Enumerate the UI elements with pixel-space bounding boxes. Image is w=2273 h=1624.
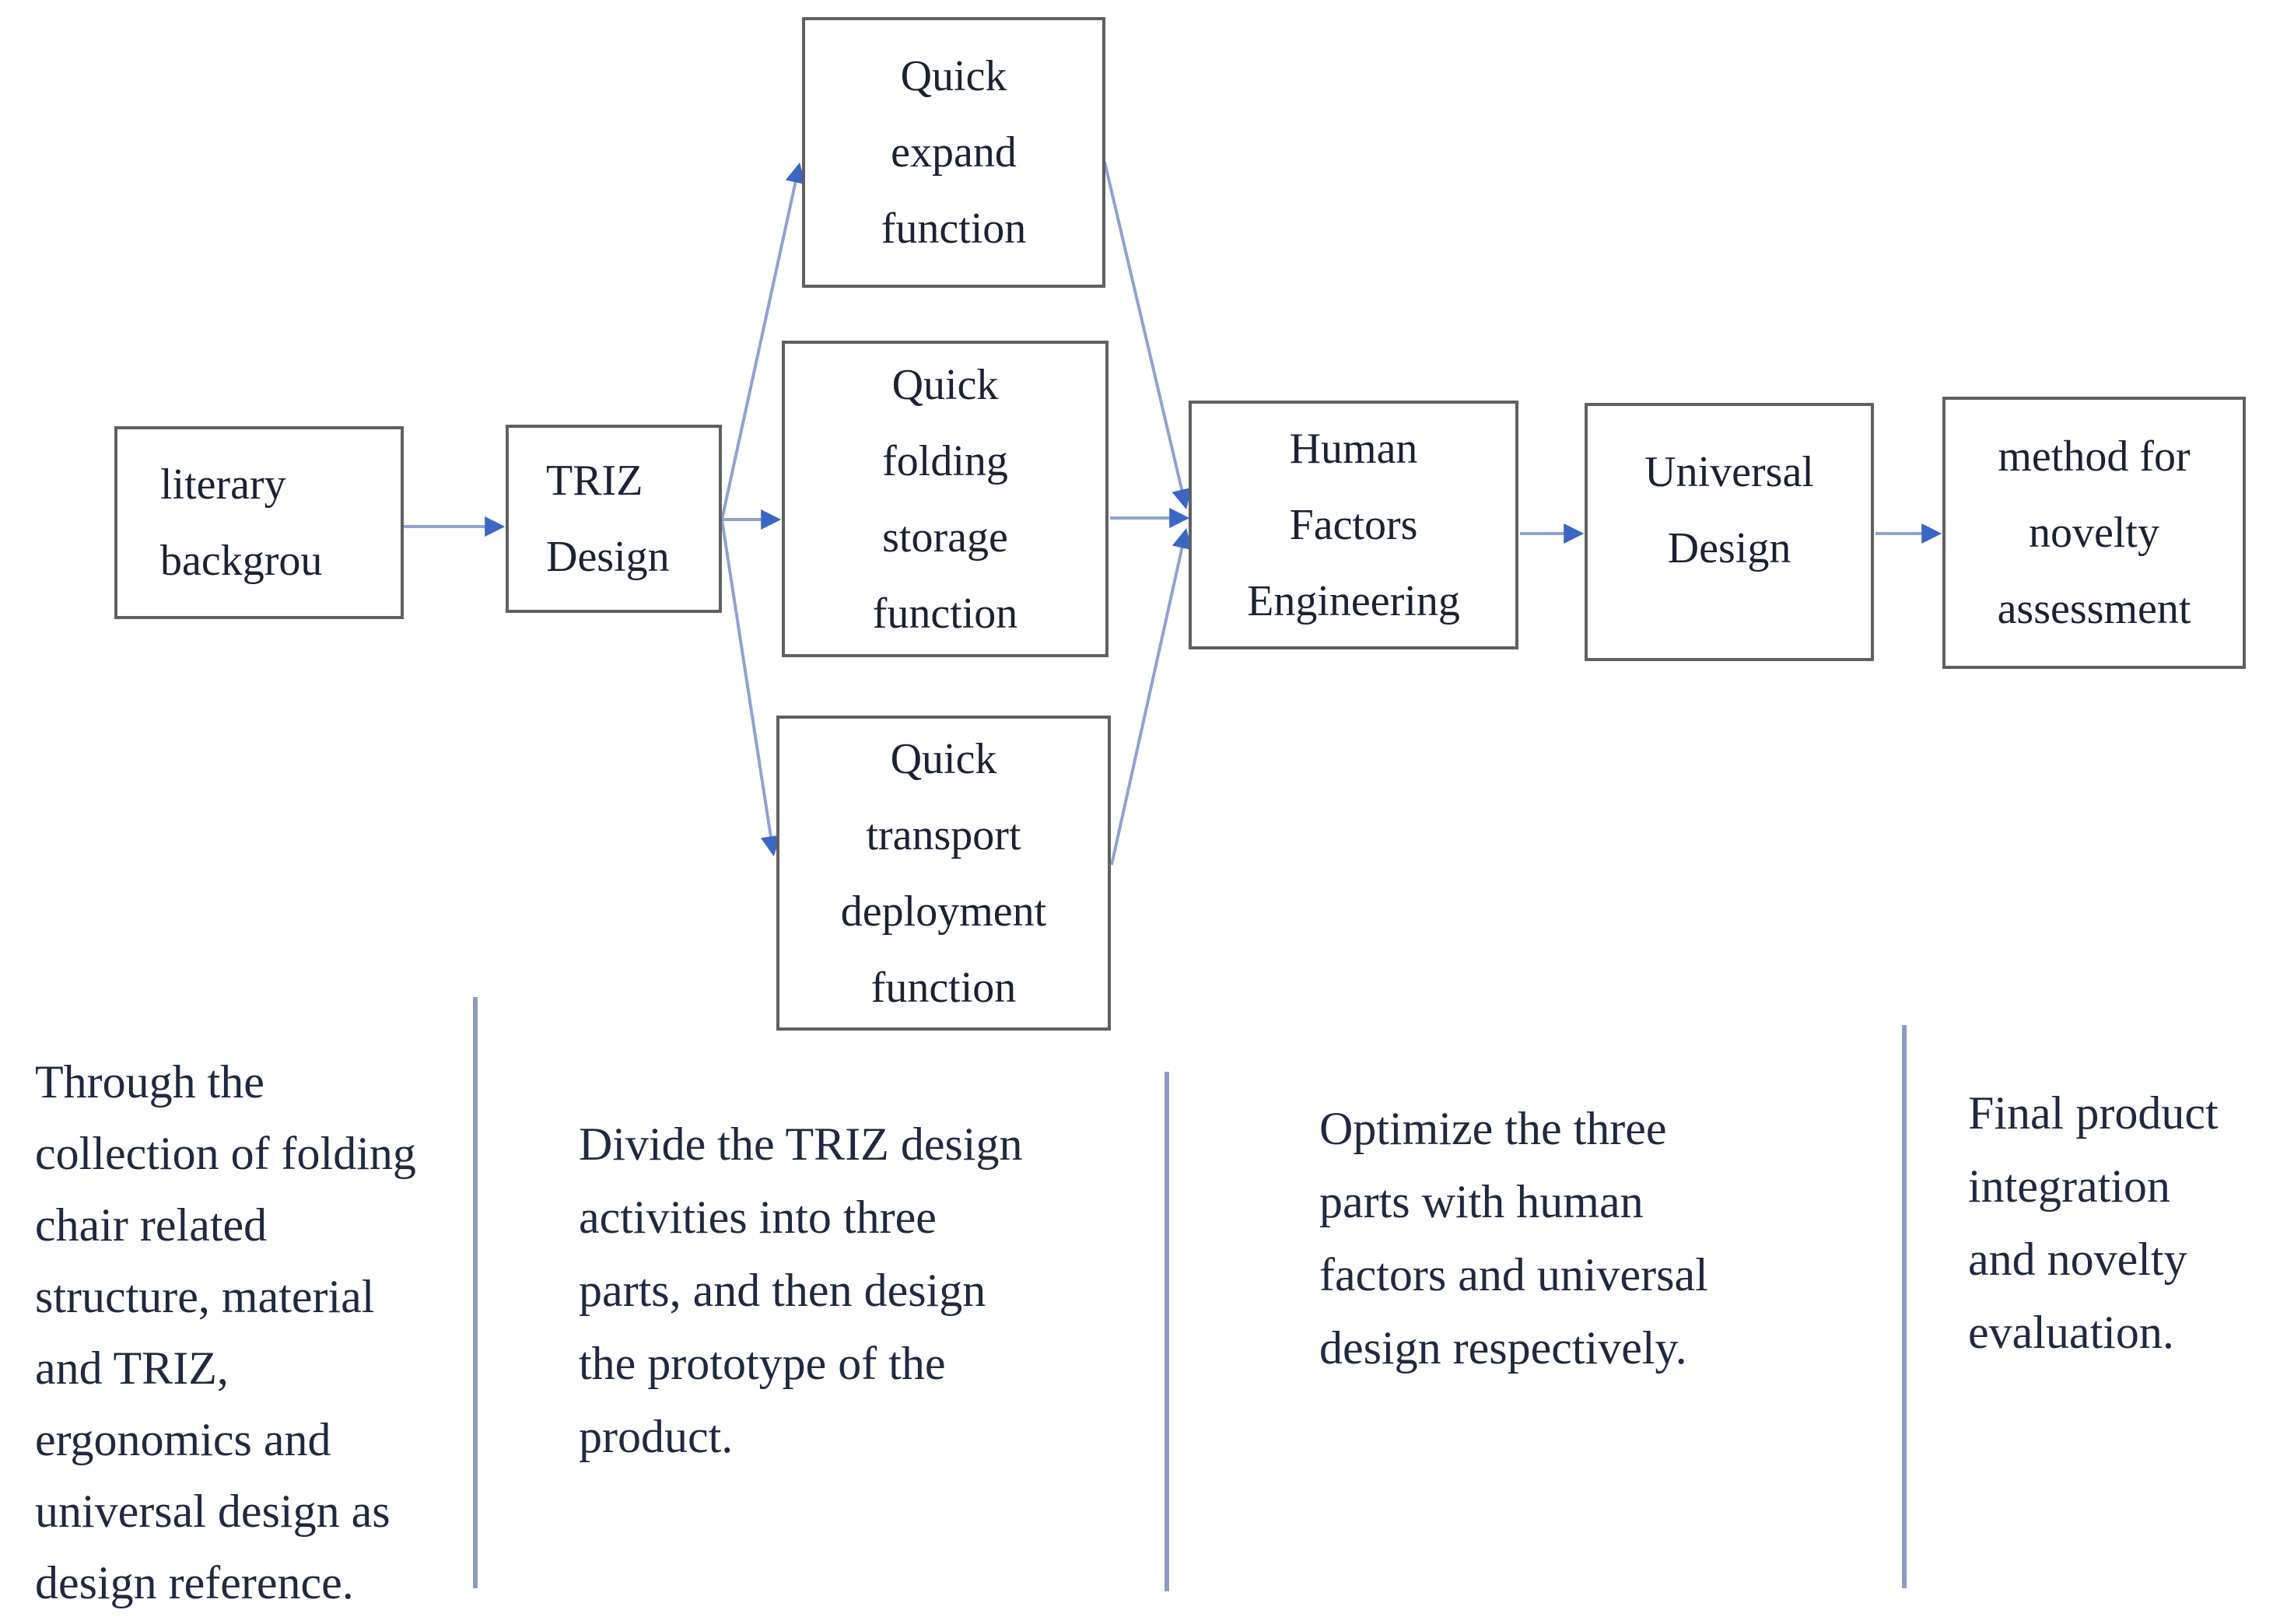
- node-label: literary backgrou: [160, 460, 323, 585]
- node-quick-folding-storage-function: Quick folding storage function: [782, 341, 1108, 657]
- stage-description-3: Optimize the three parts with human fact…: [1319, 1103, 1708, 1374]
- stage-description-2: Divide the TRIZ design activities into t…: [579, 1118, 1023, 1462]
- column-separator-2: [1165, 1072, 1169, 1591]
- column-separator-3: [1902, 1025, 1907, 1588]
- node-triz-design: TRIZ Design: [506, 425, 722, 613]
- node-label: method for novelty assessment: [1997, 432, 2191, 633]
- node-literary-background: literary backgrou: [114, 426, 404, 619]
- column-separator-1: [473, 997, 478, 1588]
- node-quick-transport-deployment-function: Quick transport deployment function: [776, 716, 1111, 1031]
- stage-description-1: Through the collection of folding chair …: [35, 1056, 416, 1608]
- node-human-factors-engineering: Human Factors Engineering: [1189, 401, 1518, 649]
- arrow-transport-to-hfe: [1110, 527, 1193, 866]
- node-label: Human Factors Engineering: [1247, 425, 1460, 625]
- arrow-triz-to-transport: [720, 519, 781, 857]
- node-novelty-assessment-method: method for novelty assessment: [1942, 397, 2246, 669]
- node-label: Universal Design: [1644, 448, 1814, 572]
- stage-description-4: Final product integration and novelty ev…: [1968, 1087, 2219, 1358]
- node-quick-expand-function: Quick expand function: [802, 17, 1105, 288]
- node-universal-design: Universal Design: [1585, 403, 1874, 661]
- arrow-expand-to-hfe: [1103, 161, 1192, 510]
- node-label: Quick expand function: [881, 52, 1027, 253]
- node-label: TRIZ Design: [546, 457, 670, 581]
- node-label: Quick transport deployment function: [840, 734, 1047, 1012]
- arrow-triz-to-expand: [720, 162, 806, 520]
- node-label: Quick folding storage function: [872, 360, 1018, 638]
